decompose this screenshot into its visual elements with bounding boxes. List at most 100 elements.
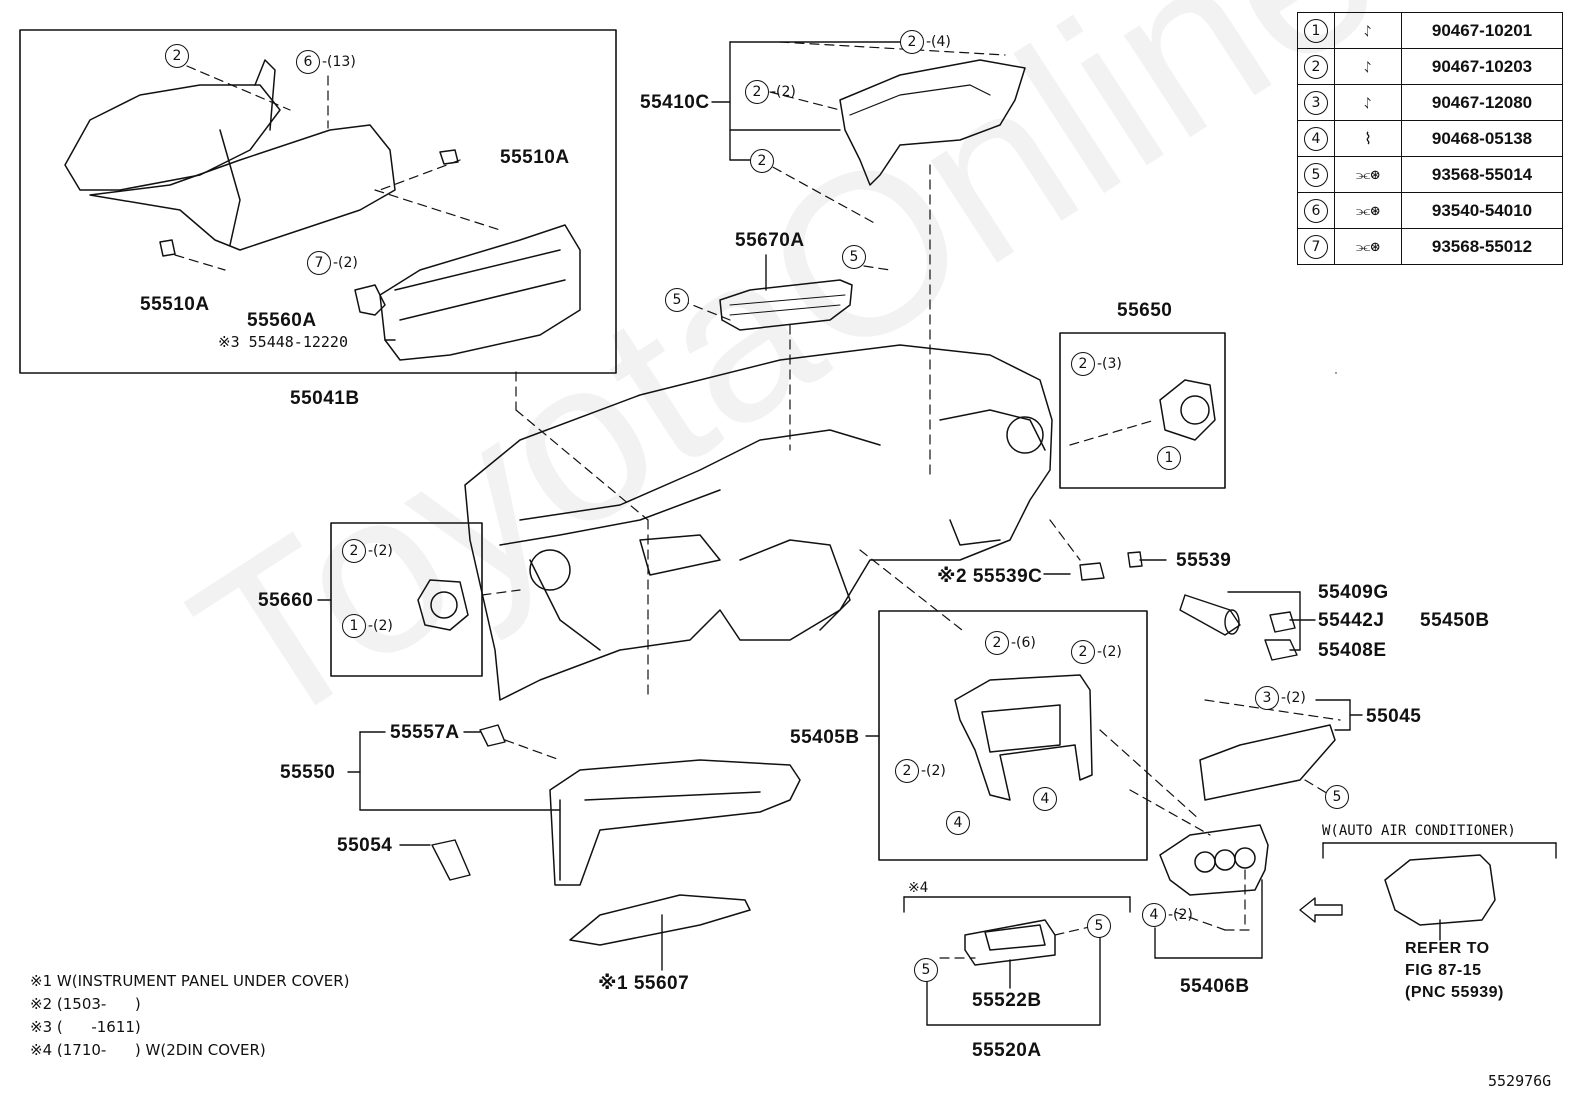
quantity: -(2): [921, 763, 946, 779]
label-55045[interactable]: 55045: [1366, 706, 1422, 727]
label-55448-12220[interactable]: ※3 55448-12220: [218, 333, 348, 351]
label-55406B[interactable]: 55406B: [1180, 976, 1250, 997]
label-55405B[interactable]: 55405B: [790, 727, 860, 748]
quantity: -(2): [771, 84, 796, 100]
label-55510A-top[interactable]: 55510A: [500, 147, 570, 168]
part-55650-drawing: [1159, 379, 1216, 441]
label-55409G[interactable]: 55409G: [1318, 582, 1389, 603]
part-auto-ac-panel-drawing: [1384, 854, 1496, 926]
quantity: -(4): [926, 34, 951, 50]
callout-2: 2: [342, 539, 366, 563]
callout-5: 5: [914, 958, 938, 982]
label-55520A[interactable]: 55520A: [972, 1040, 1042, 1061]
footnote-4: ※4 (1710- ) W(2DIN COVER): [30, 1041, 266, 1059]
callout-number: 3: [1304, 90, 1328, 115]
part-number[interactable]: 90467-12080: [1401, 84, 1563, 121]
clip-icon: ⥌: [1334, 48, 1402, 85]
callout-number: 4: [1304, 126, 1328, 151]
label-55560A[interactable]: 55560A: [247, 310, 317, 331]
callout-number: 6: [1304, 198, 1328, 223]
part-number[interactable]: 93568-55014: [1401, 156, 1563, 193]
callout-2: 2: [745, 80, 769, 104]
quantity: -(2): [1281, 690, 1306, 706]
screw-icon: ⫘⊛: [1334, 228, 1402, 265]
part-55041B-drawing: [64, 59, 581, 361]
dashed-guides: [174, 41, 1341, 959]
part-55054-drawing: [431, 839, 471, 881]
callout-5: 5: [1087, 914, 1111, 938]
part-number[interactable]: 90467-10203: [1401, 48, 1563, 85]
callout-2: 2: [750, 149, 774, 173]
callout-number: 2: [1304, 54, 1328, 79]
label-55557A[interactable]: 55557A: [390, 722, 460, 743]
callout-number: 7: [1304, 234, 1328, 259]
callout-5: 5: [665, 288, 689, 312]
instrument-panel-outline: [464, 344, 1053, 701]
part-55045-drawing: [1199, 724, 1336, 801]
quantity: -(2): [1097, 644, 1122, 660]
quantity: -(13): [322, 54, 356, 70]
part-number[interactable]: 93568-55012: [1401, 228, 1563, 265]
label-55054[interactable]: 55054: [337, 835, 393, 856]
part-55539C-drawing: [1079, 562, 1105, 581]
callout-number: 1: [1304, 18, 1328, 43]
part-55607-drawing: [569, 894, 751, 946]
callout-7: 7: [307, 251, 331, 275]
quantity: -(2): [368, 618, 393, 634]
quantity: -(2): [1168, 907, 1193, 923]
label-55539[interactable]: 55539: [1176, 550, 1232, 571]
diagram-code: 552976G: [1488, 1072, 1552, 1090]
frame-55041B: [19, 29, 617, 374]
label-55510A-left[interactable]: 55510A: [140, 294, 210, 315]
label-55408E[interactable]: 55408E: [1318, 640, 1387, 661]
callout-4: 4: [946, 811, 970, 835]
part-number[interactable]: 90468-05138: [1401, 120, 1563, 157]
auto-air-conditioner-note: W(AUTO AIR CONDITIONER): [1322, 823, 1516, 839]
label-55522B[interactable]: 55522B: [972, 990, 1042, 1011]
quantity: -(6): [1011, 635, 1036, 651]
part-55405B-drawing: [954, 674, 1093, 801]
callout-4: 4: [1142, 903, 1166, 927]
callout-5: 5: [842, 245, 866, 269]
screw-icon: ⫘⊛: [1334, 192, 1402, 229]
part-55539-drawing: [1127, 551, 1143, 568]
fastener-parts-table: 1 ⥌ 90467-10201 2 ⥌ 90467-10203 3 ⥌ 9046…: [1297, 12, 1563, 265]
note4-mark: ※4: [908, 880, 929, 896]
refer-line-1: REFER TO: [1405, 940, 1490, 957]
label-55450B[interactable]: 55450B: [1420, 610, 1490, 631]
part-55660-drawing: [417, 579, 469, 631]
callout-5: 5: [1325, 785, 1349, 809]
callout-2: 2: [895, 759, 919, 783]
table-row: 2 ⥌ 90467-10203: [1297, 48, 1563, 85]
label-55442J[interactable]: 55442J: [1318, 610, 1385, 631]
quantity: -(2): [368, 543, 393, 559]
callout-4: 4: [1033, 787, 1057, 811]
solid-leaders: [317, 41, 1557, 1026]
part-55670A-drawing: [719, 279, 853, 331]
table-row: 3 ⥌ 90467-12080: [1297, 84, 1563, 121]
callout-2: 2: [985, 631, 1009, 655]
part-55406B-drawing: [1159, 824, 1269, 896]
label-55550[interactable]: 55550: [280, 762, 336, 783]
table-row: 1 ⥌ 90467-10201: [1297, 12, 1563, 49]
label-55650[interactable]: 55650: [1117, 300, 1173, 321]
quantity: -(3): [1097, 356, 1122, 372]
clip-icon: ⥌: [1334, 84, 1402, 121]
label-55670A[interactable]: 55670A: [735, 230, 805, 251]
callout-1: 1: [1157, 446, 1181, 470]
callout-2: 2: [1071, 352, 1095, 376]
part-55450B-drawing: [1179, 594, 1298, 661]
table-row: 7 ⫘⊛ 93568-55012: [1297, 228, 1563, 265]
callout-6: 6: [296, 50, 320, 74]
part-number[interactable]: 90467-10201: [1401, 12, 1563, 49]
refer-line-3[interactable]: (PNC 55939): [1405, 984, 1504, 1001]
part-number[interactable]: 93540-54010: [1401, 192, 1563, 229]
label-55041B[interactable]: 55041B: [290, 388, 360, 409]
label-55410C[interactable]: 55410C: [640, 92, 710, 113]
label-55607[interactable]: ※1 55607: [598, 973, 690, 994]
callout-2: 2: [1071, 640, 1095, 664]
refer-line-2[interactable]: FIG 87-15: [1405, 962, 1482, 979]
label-55539C[interactable]: ※2 55539C: [937, 566, 1043, 587]
label-55660[interactable]: 55660: [258, 590, 314, 611]
